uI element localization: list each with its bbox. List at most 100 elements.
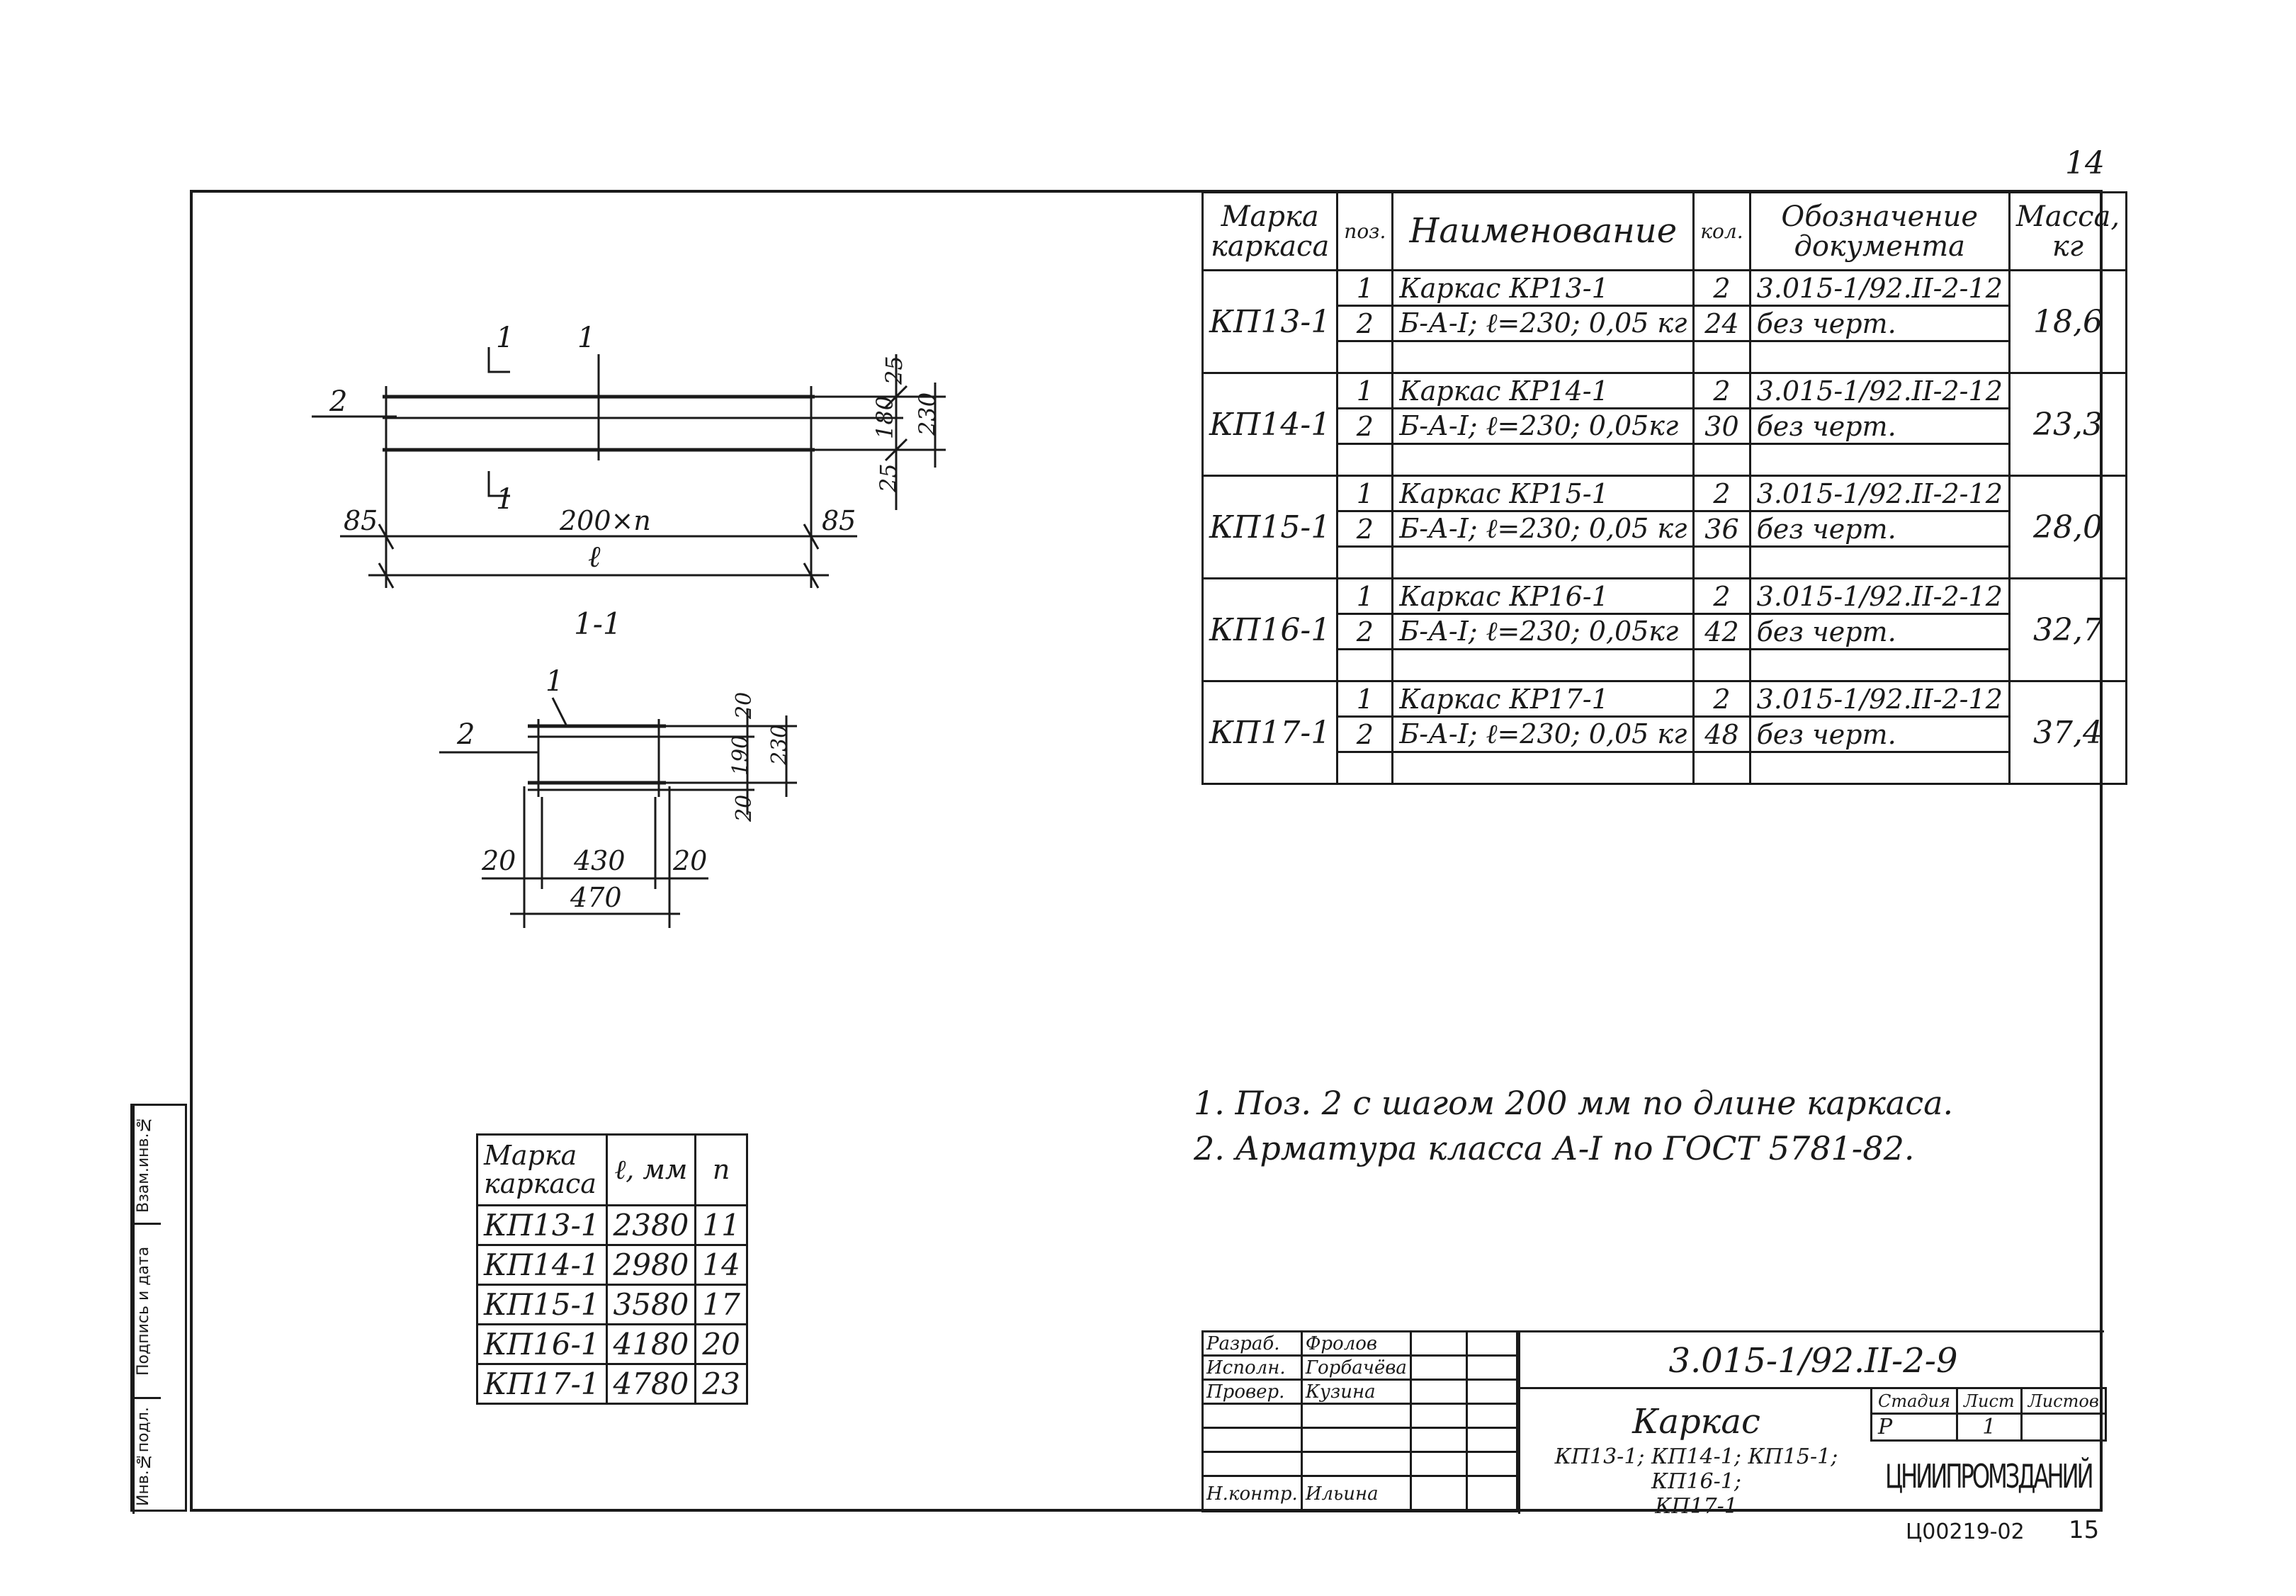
sec-dim-total: 230 bbox=[767, 725, 792, 766]
spec-cell-empty bbox=[1336, 751, 1394, 785]
sec-dim-top: 20 bbox=[732, 692, 757, 720]
spec-header-doc: Обозначение документа bbox=[1748, 191, 2011, 271]
spec-cell-doc: 3.015-1/92.II-2-12 bbox=[1748, 680, 2011, 718]
note-2: 2. Арматура класса А-I по ГОСТ 5781-82. bbox=[1194, 1129, 1915, 1167]
spec-cell-empty bbox=[1336, 545, 1394, 579]
spec-cell-pos: 1 bbox=[1336, 372, 1394, 409]
section-view bbox=[439, 697, 797, 928]
spec-cell-empty bbox=[1336, 443, 1394, 477]
spec-table: Марка каркаса поз. Наименование кол. Обо… bbox=[1201, 191, 2128, 785]
stamp-role-row bbox=[1201, 1451, 1519, 1477]
marks-cell-length: 2380 bbox=[605, 1204, 697, 1246]
note-1: 1. Поз. 2 с шагом 200 мм по длине каркас… bbox=[1194, 1084, 1954, 1122]
spec-cell-empty bbox=[1692, 443, 1751, 477]
sec-dim-mid: 190 bbox=[728, 735, 753, 776]
plan-pos-label-1a: 1 bbox=[496, 322, 514, 354]
spec-cell-pos: 2 bbox=[1336, 305, 1394, 342]
marks-cell-n: 14 bbox=[694, 1244, 748, 1286]
spec-cell-pos: 1 bbox=[1336, 577, 1394, 615]
stamp-role-row: Разраб.Фролов bbox=[1201, 1330, 1519, 1357]
marks-cell-n: 20 bbox=[694, 1323, 748, 1365]
stamp-title-cell: Каркас КП13-1; КП14-1; КП15-1; КП16-1; К… bbox=[1518, 1389, 1872, 1519]
spec-cell-pos: 1 bbox=[1336, 475, 1394, 512]
spec-cell-qty: 30 bbox=[1692, 407, 1751, 445]
spec-header-mass: Масса, кг bbox=[2008, 191, 2128, 271]
spec-cell-empty bbox=[1748, 443, 2011, 477]
marks-cell-mark: КП16-1 bbox=[476, 1323, 608, 1365]
spec-cell-qty: 36 bbox=[1692, 510, 1751, 548]
dim-ext-left-outer bbox=[378, 562, 395, 589]
plan-view bbox=[312, 347, 946, 589]
plan-dim-overall: ℓ bbox=[588, 539, 601, 574]
stamp-subtitle-1: КП13-1; КП14-1; КП15-1; КП16-1; bbox=[1554, 1444, 1838, 1494]
spec-cell-pos: 1 bbox=[1336, 680, 1394, 718]
marks-cell-length: 4180 bbox=[605, 1323, 697, 1365]
stamp-date bbox=[1465, 1403, 1519, 1429]
sec-dim-middle: 430 bbox=[573, 845, 626, 876]
spec-cell-empty bbox=[1336, 340, 1394, 374]
stamp-role-row: Провер.Кузина bbox=[1201, 1379, 1519, 1405]
stamp-sheets-label: Листов bbox=[2020, 1387, 2107, 1415]
spec-cell-qty: 2 bbox=[1692, 680, 1751, 718]
stamp-date bbox=[1465, 1427, 1519, 1453]
spec-cell-empty bbox=[1748, 751, 2011, 785]
stamp-role bbox=[1201, 1451, 1303, 1477]
spec-group-mass: 32,7 bbox=[2008, 577, 2128, 682]
spec-cell-doc: без черт. bbox=[1748, 510, 2011, 548]
sec-dim-left: 20 bbox=[481, 845, 516, 876]
plan-dim-right: 85 bbox=[822, 505, 856, 536]
stamp-date bbox=[1465, 1379, 1519, 1405]
stamp-person: Кузина bbox=[1300, 1379, 1412, 1405]
stamp-signature bbox=[1409, 1330, 1468, 1357]
spec-cell-empty bbox=[1391, 545, 1695, 579]
sec-dim-overall: 470 bbox=[570, 882, 622, 913]
spec-cell-name: Б-А-I; ℓ=230; 0,05 кг bbox=[1391, 510, 1695, 548]
spec-cell-pos: 2 bbox=[1336, 715, 1394, 753]
stamp-date bbox=[1465, 1451, 1519, 1477]
stamp-person: Фролов bbox=[1300, 1330, 1412, 1357]
spec-header-mark: Марка каркаса bbox=[1201, 191, 1339, 271]
spec-cell-name: Б-А-I; ℓ=230; 0,05 кг bbox=[1391, 715, 1695, 753]
spec-row-empty bbox=[1203, 648, 2127, 682]
spec-cell-name: Каркас КР16-1 bbox=[1391, 577, 1695, 615]
spec-cell-empty bbox=[1748, 340, 2011, 374]
cut-mark-bottom bbox=[487, 471, 510, 497]
spec-cell-pos: 2 bbox=[1336, 510, 1394, 548]
spec-cell-doc: 3.015-1/92.II-2-12 bbox=[1748, 269, 2011, 307]
marks-cell-n: 17 bbox=[694, 1284, 748, 1325]
marks-header-n: n bbox=[694, 1133, 748, 1206]
spec-row-empty bbox=[1203, 751, 2127, 785]
cut-mark-top bbox=[487, 347, 510, 373]
spec-cell-name: Каркас КР15-1 bbox=[1391, 475, 1695, 512]
stamp-signature bbox=[1409, 1354, 1468, 1381]
stamp-person: Ильина bbox=[1300, 1475, 1412, 1512]
footer-page: 15 bbox=[2069, 1516, 2100, 1544]
stamp-sheet-table: Стадия Лист Листов Р 1 bbox=[1870, 1387, 2107, 1442]
stamp-stage-value: Р bbox=[1870, 1413, 1958, 1442]
spec-row-empty bbox=[1203, 545, 2127, 579]
plan-labels: 1 1 2 1 85 200×n 85 ℓ 25 180 25 230 bbox=[329, 322, 941, 574]
stamp-title: Каркас bbox=[1632, 1402, 1760, 1442]
stamp-signature bbox=[1409, 1403, 1468, 1429]
spec-cell-pos: 1 bbox=[1336, 269, 1394, 307]
stamp-org: ЦНИИПРОМЗДАНИЙ bbox=[1885, 1457, 2094, 1495]
spec-group-mark: КП16-1 bbox=[1201, 577, 1339, 682]
marks-cell-length: 2980 bbox=[605, 1244, 697, 1286]
footer-code: Ц00219-02 bbox=[1906, 1519, 2025, 1544]
spec-header-qty: кол. bbox=[1692, 191, 1751, 271]
spec-cell-doc: без черт. bbox=[1748, 613, 2011, 650]
stamp-subtitle-2: КП17-1 bbox=[1655, 1494, 1738, 1519]
spec-cell-name: Б-А-I; ℓ=230; 0,05 кг bbox=[1391, 305, 1695, 342]
spec-cell-empty bbox=[1336, 648, 1394, 682]
stamp-date bbox=[1465, 1475, 1519, 1512]
stamp-person bbox=[1300, 1403, 1412, 1429]
spec-cell-empty bbox=[1692, 648, 1751, 682]
stamp-signature bbox=[1409, 1427, 1468, 1453]
